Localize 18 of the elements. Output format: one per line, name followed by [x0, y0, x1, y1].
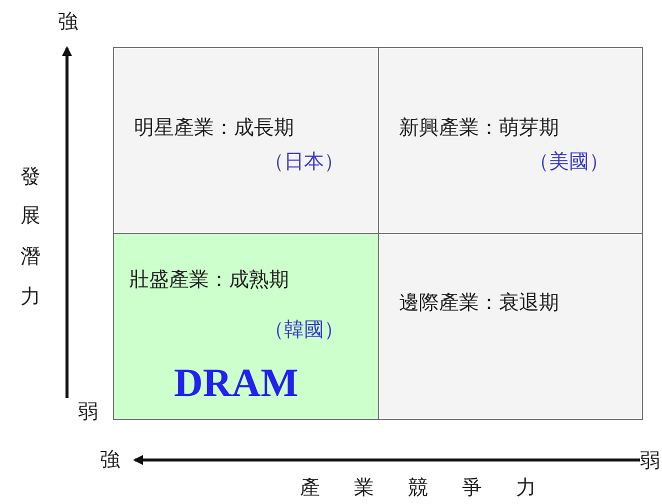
axis-title: 產業競爭力	[300, 474, 570, 501]
axis-title: 發展潛力	[18, 150, 44, 310]
quadrant-title: 邊際產業：衰退期	[399, 289, 559, 316]
quadrant-cell	[378, 233, 643, 420]
axis-end-label: 強	[58, 8, 78, 35]
highlight-text: DRAM	[174, 359, 298, 406]
country-label: （韓國）	[264, 316, 344, 343]
quadrant-cell	[378, 47, 643, 234]
quadrant-title: 明星產業：成長期	[134, 114, 294, 141]
axis-end-label: 弱	[78, 398, 98, 425]
quadrant-title: 新興產業：萌芽期	[399, 114, 559, 141]
country-label: （美國）	[529, 148, 609, 175]
axis-end-label: 強	[100, 446, 120, 473]
quadrant-title: 壯盛產業：成熟期	[129, 266, 289, 293]
quadrant-cell	[113, 233, 379, 420]
axis-end-label: 弱	[640, 447, 660, 474]
country-label: （日本）	[264, 148, 344, 175]
quadrant-cell	[113, 47, 379, 234]
